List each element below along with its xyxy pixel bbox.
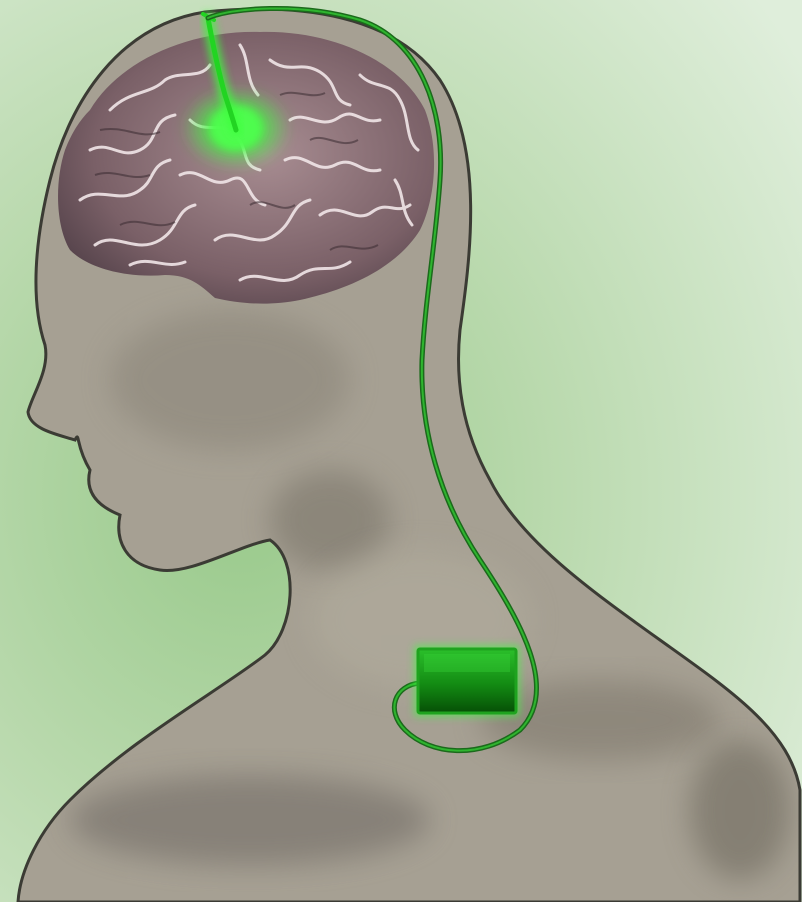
pulse-generator-icon [414, 645, 520, 717]
